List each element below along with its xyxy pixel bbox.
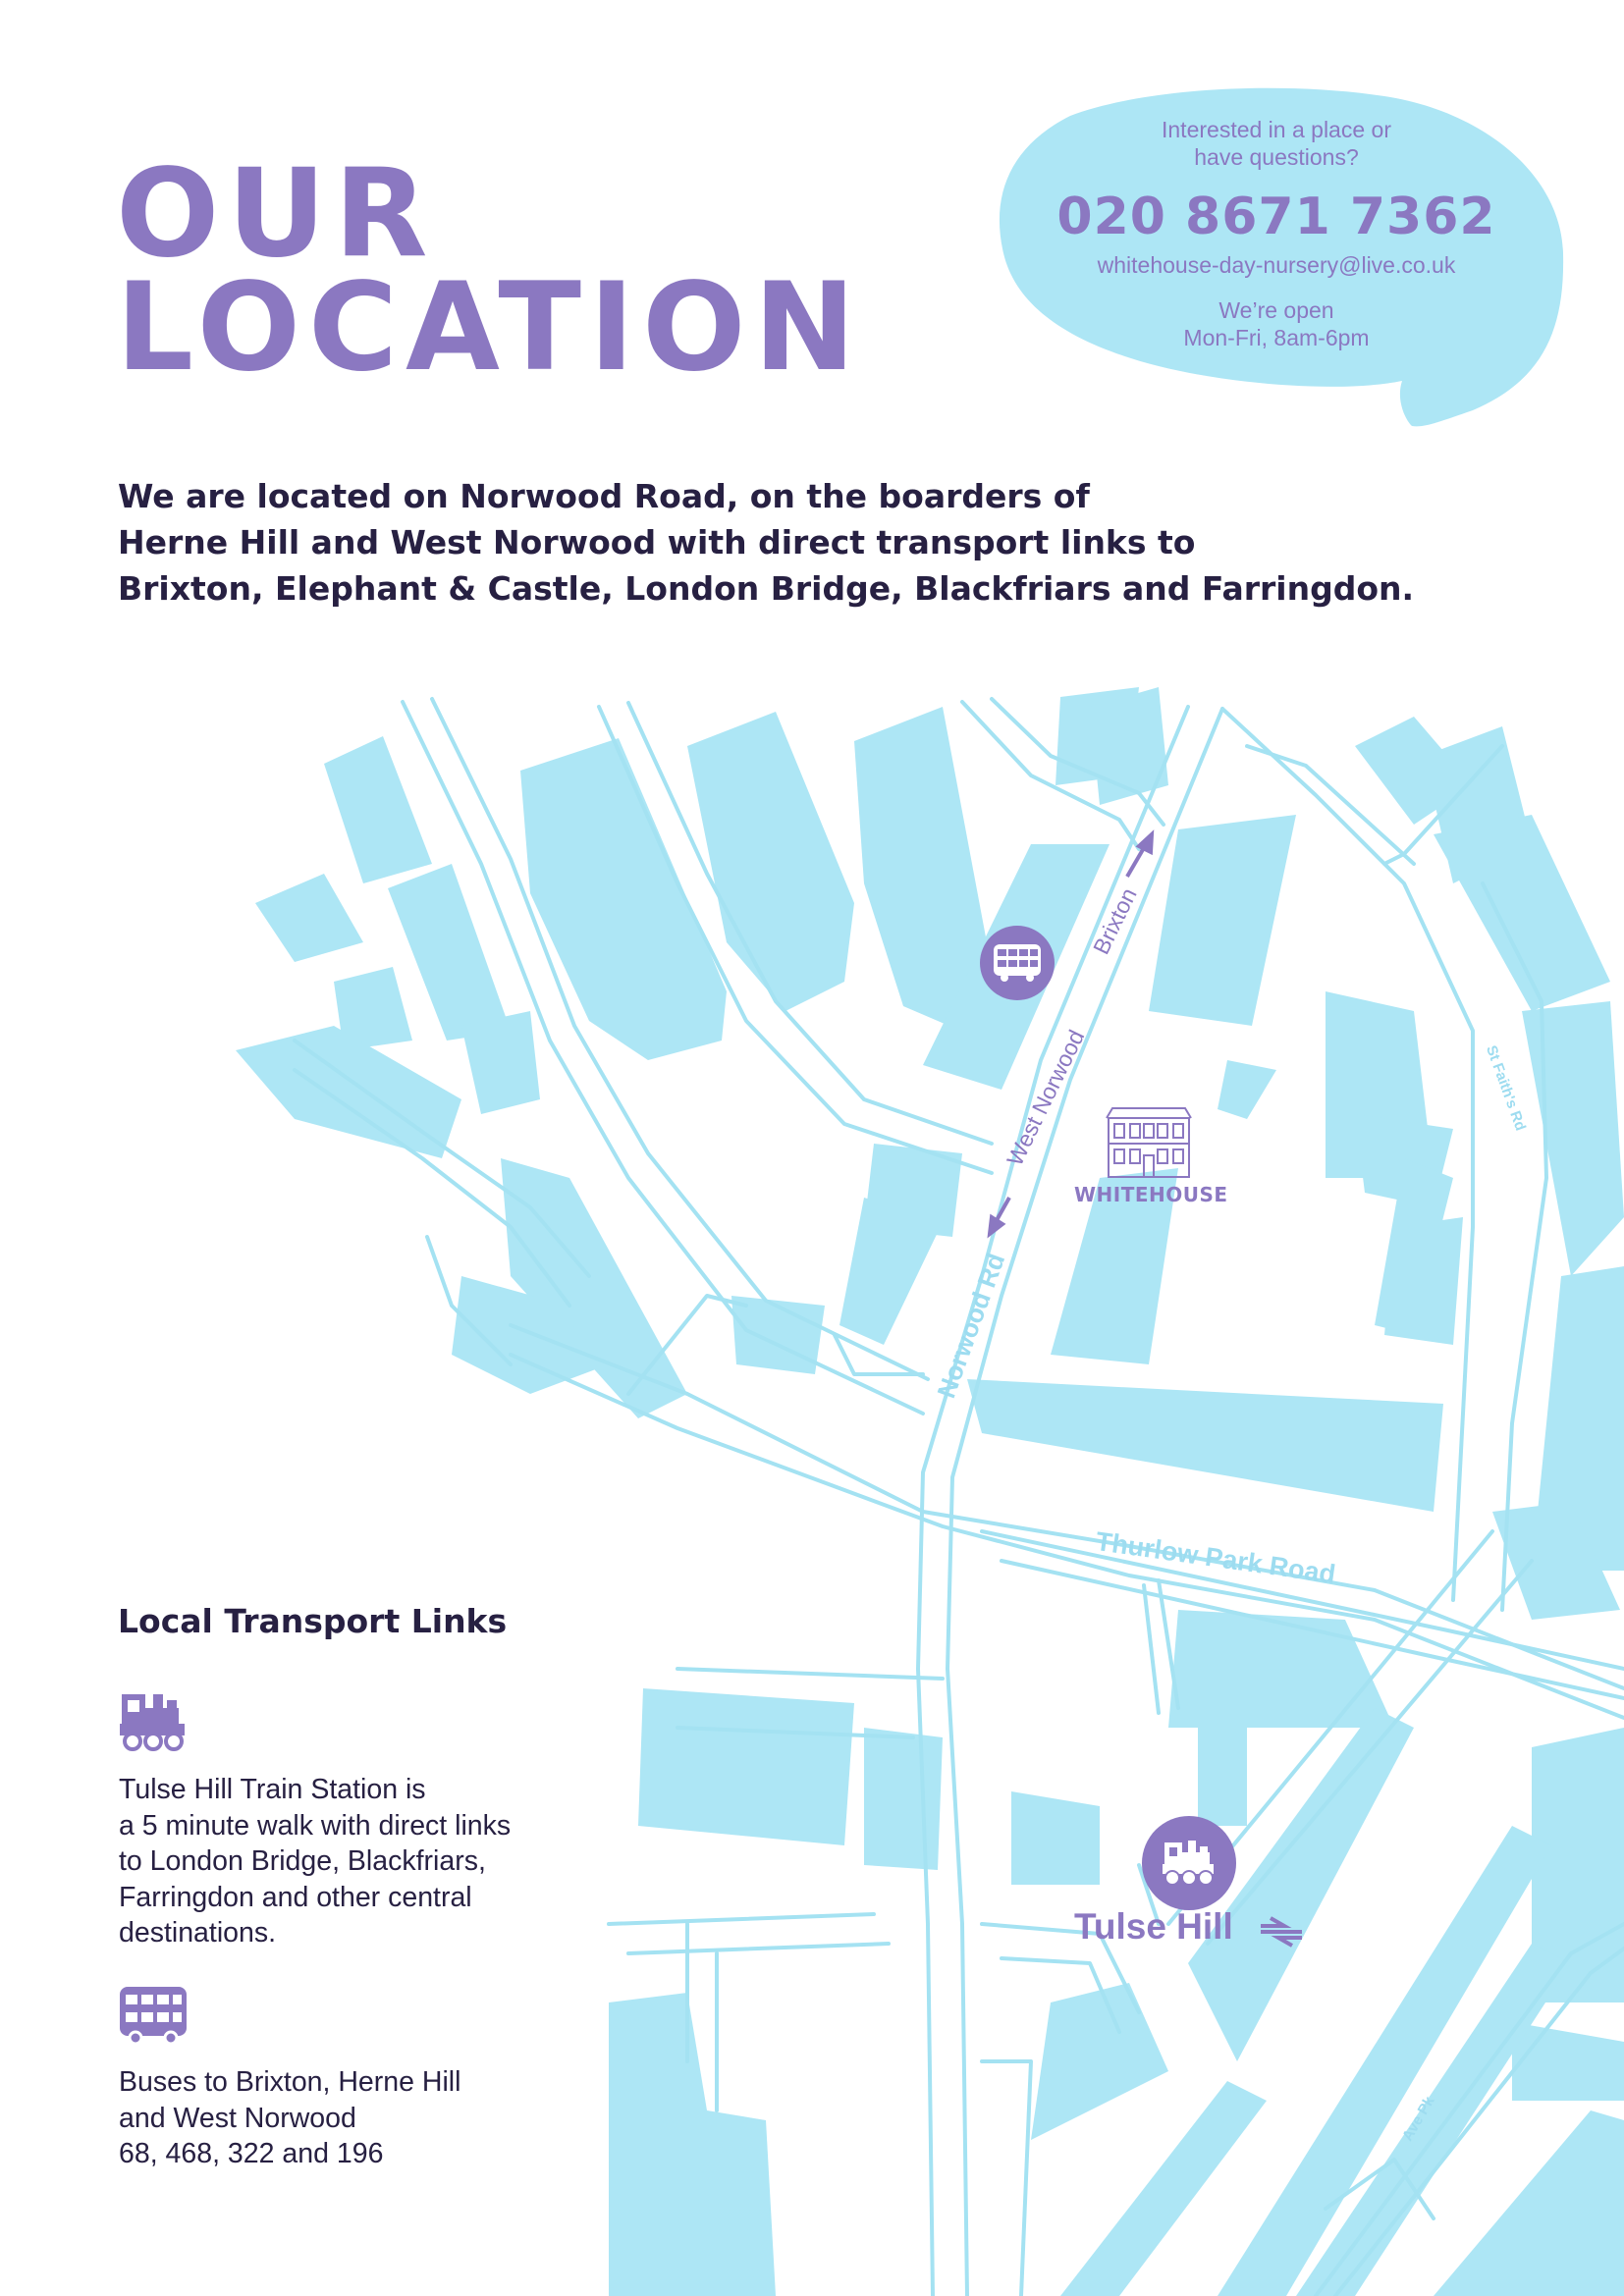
transport-heading: Local Transport Links: [118, 1602, 508, 1640]
map-arrows: [987, 829, 1155, 1239]
train-icon: [120, 1694, 185, 1751]
whitehouse-building-icon: [1106, 1107, 1192, 1178]
national-rail-icon: [1261, 1916, 1302, 1948]
page-title-line: LOCATION: [116, 257, 864, 399]
intro-paragraph: We are located on Norwood Road, on the b…: [118, 477, 1415, 608]
nursery-label: WHITEHOUSE: [1074, 1183, 1228, 1206]
train-description: Tulse Hill Train Station is a 5 minute w…: [119, 1774, 512, 1949]
speech-bubble: [999, 87, 1564, 427]
bus-stop-marker[interactable]: [980, 926, 1055, 1000]
email-link[interactable]: whitehouse-day-nursery@live.co.uk: [1097, 252, 1456, 278]
train-icon: [1163, 1841, 1214, 1886]
train-station-marker[interactable]: [1142, 1816, 1236, 1910]
map-roads: [293, 697, 1624, 2296]
map-buildings: [236, 687, 1624, 2296]
opening-hours: We’re open Mon-Fri, 8am-6pm: [1183, 297, 1370, 350]
bus-icon: [994, 944, 1041, 982]
contact-bubble: Interested in a place or have questions?…: [992, 116, 1561, 351]
station-label: Tulse Hill: [1074, 1906, 1233, 1947]
contact-question: Interested in a place or have questions?: [1162, 117, 1391, 170]
bus-icon: [120, 1987, 187, 2046]
bus-description: Buses to Brixton, Herne Hill and West No…: [119, 2066, 461, 2169]
phone-number[interactable]: 020 8671 7362: [1056, 187, 1496, 246]
page-title-line: OUR: [116, 143, 436, 285]
page-title: OUR LOCATION: [116, 143, 864, 399]
